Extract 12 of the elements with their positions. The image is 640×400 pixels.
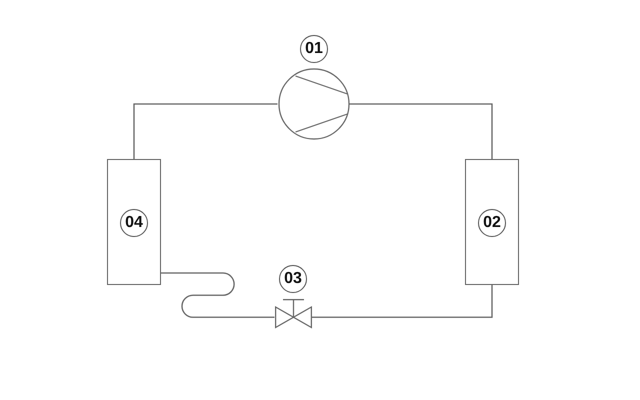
pipe-line	[133, 103, 278, 159]
heat-exchanger-box	[107, 159, 161, 285]
callout-number: 03	[279, 265, 307, 293]
callout-number: 02	[478, 209, 506, 237]
callout-number: 04	[120, 209, 148, 237]
heat-exchanger-box	[465, 159, 519, 285]
pipe-line	[312, 285, 493, 318]
valve-symbol	[274, 299, 312, 328]
compressor-symbol	[278, 68, 350, 140]
pipe-line	[161, 272, 274, 318]
pipe-line	[350, 103, 493, 159]
callout-number: 01	[300, 35, 328, 63]
